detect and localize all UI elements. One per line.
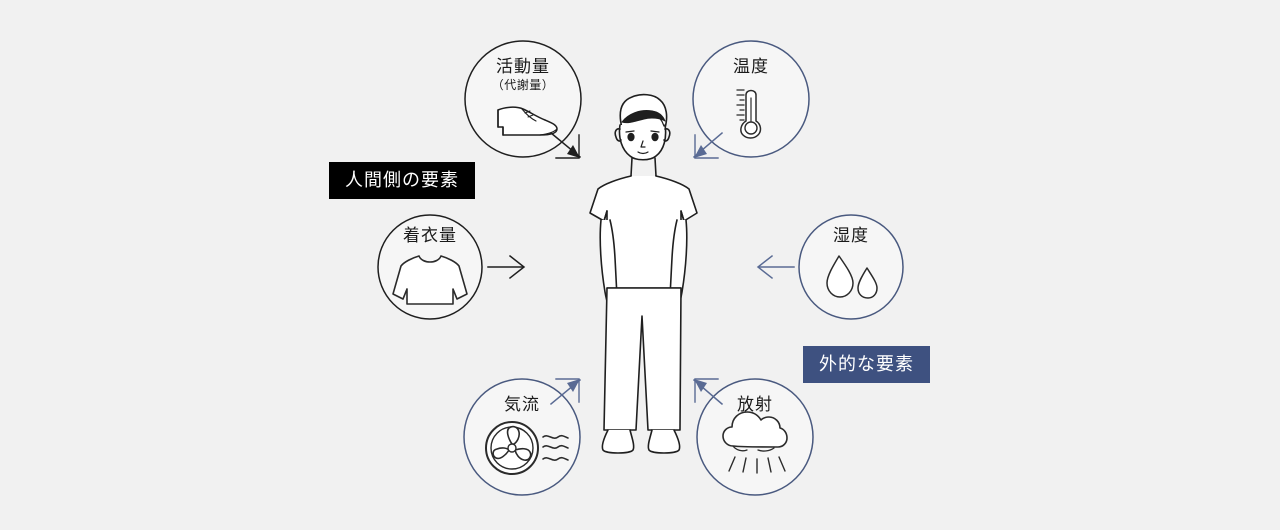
sweater-icon — [392, 255, 468, 305]
node-radiation[interactable] — [696, 378, 814, 496]
label-radiation-main: 放射 — [737, 395, 773, 414]
label-activity-main: 活動量 — [496, 57, 550, 76]
node-temperature[interactable] — [692, 40, 810, 158]
arrow-temperature — [692, 131, 724, 159]
label-humidity: 湿度 — [801, 226, 901, 246]
label-temperature: 温度 — [701, 57, 801, 77]
water-droplets-icon — [826, 255, 878, 299]
arrow-clothing — [487, 254, 526, 280]
fan-icon — [485, 421, 539, 475]
label-airflow-main: 気流 — [504, 395, 540, 414]
standing-person-figure — [589, 93, 698, 454]
arrow-activity — [549, 131, 582, 159]
badge-human-factors: 人間側の要素 — [329, 162, 475, 199]
label-activity: 活動量 （代謝量） — [473, 57, 573, 92]
arrow-airflow — [549, 378, 582, 406]
node-activity[interactable] — [464, 40, 582, 158]
arrow-humidity — [756, 254, 795, 280]
node-humidity[interactable] — [798, 214, 904, 320]
thermometer-icon — [736, 89, 762, 139]
humidity-circle[interactable] — [798, 214, 904, 320]
airflow-waves-icon — [542, 434, 569, 461]
label-temperature-main: 温度 — [733, 57, 769, 76]
label-clothing: 着衣量 — [380, 226, 480, 246]
label-activity-sub: （代謝量） — [491, 77, 555, 92]
label-humidity-main: 湿度 — [833, 226, 869, 245]
label-clothing-main: 着衣量 — [403, 226, 457, 245]
arrow-radiation — [692, 378, 724, 406]
badge-external-factors: 外的な要素 — [803, 346, 930, 383]
node-clothing[interactable] — [377, 214, 483, 320]
label-airflow: 気流 — [472, 395, 572, 415]
dress-shoe-icon — [497, 106, 558, 136]
cloud-rays-icon — [722, 411, 788, 474]
label-radiation: 放射 — [705, 395, 805, 415]
node-airflow[interactable] — [463, 378, 581, 496]
